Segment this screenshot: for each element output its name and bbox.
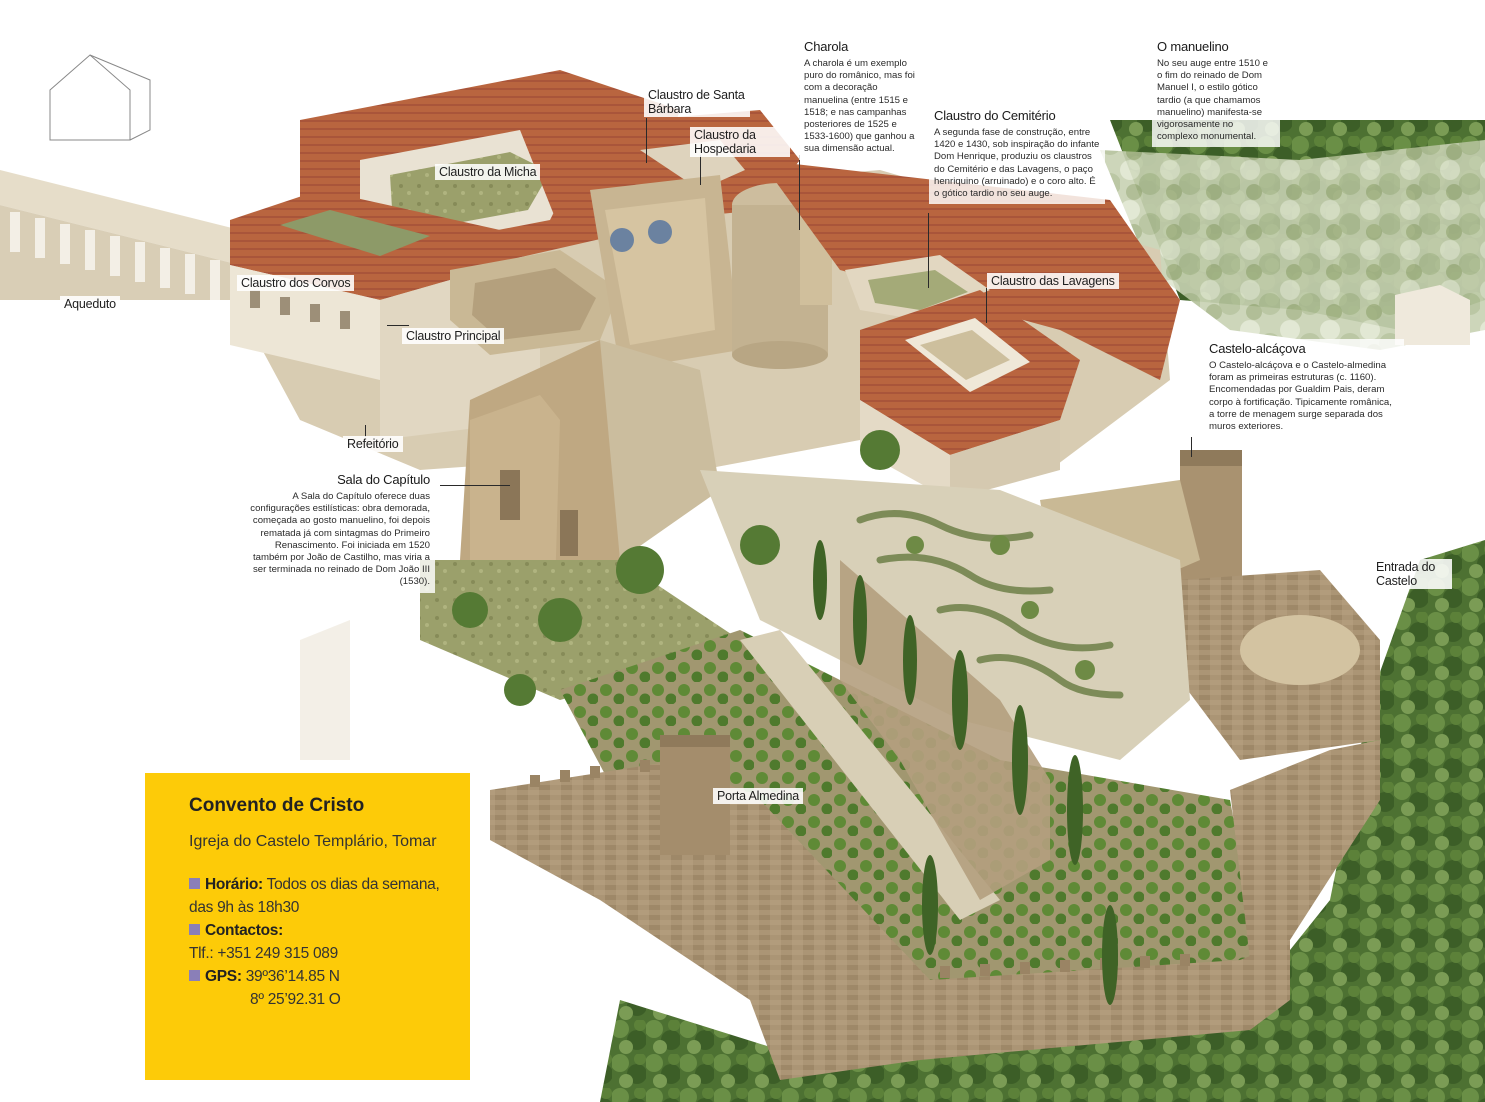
note-castelo: Castelo-alcáçova O Castelo-alcáçova e o … [1204, 339, 1404, 438]
note-castelo-body: O Castelo-alcáçova e o Castelo-almedina … [1209, 360, 1392, 433]
convent-buildings [230, 70, 1180, 500]
bullet-square-icon [189, 878, 200, 889]
leader-lavagens [986, 288, 987, 323]
label-claustro-micha: Claustro da Micha [435, 164, 541, 180]
note-capitulo: Sala do Capítulo A Sala do Capítulo ofer… [240, 470, 435, 593]
info-horario-label: Horário: [205, 876, 263, 893]
formal-garden [700, 470, 1190, 760]
cypress-trees [813, 540, 1118, 1005]
label-claustro-santa-barbara: Claustro de Santa Bárbara [644, 87, 750, 117]
note-castelo-title: Castelo-alcáçova [1209, 341, 1306, 356]
note-capitulo-title: Sala do Capítulo [337, 472, 430, 487]
label-claustro-hospedaria: Claustro da Hospedaria [690, 127, 790, 157]
leader-principal [387, 325, 409, 326]
info-gps-label: GPS: [205, 968, 242, 985]
label-entrada-castelo: Entrada do Castelo [1372, 559, 1452, 589]
info-box: Convento de Cristo Igreja do Castelo Tem… [145, 773, 470, 1080]
info-gps-lat: 39º36’14.85 N [245, 968, 340, 985]
label-claustro-principal: Claustro Principal [402, 328, 505, 344]
label-aqueduto: Aqueduto [60, 296, 120, 312]
label-claustro-lavagens: Claustro das Lavagens [987, 273, 1119, 289]
note-charola: Charola A charola é um exemplo puro do r… [799, 37, 927, 160]
note-manuelino: O manuelino No seu auge entre 1510 e o f… [1152, 37, 1280, 148]
leader-cemiterio [928, 213, 929, 288]
label-refeitorio: Refeitório [343, 436, 403, 452]
bullet-square-icon [189, 924, 200, 935]
note-charola-title: Charola [804, 39, 849, 54]
label-claustro-corvos: Claustro dos Corvos [237, 275, 355, 291]
leader-santa-barbara [646, 118, 647, 163]
label-porta-almedina: Porta Almedina [713, 788, 803, 804]
sala-capitulo-ruin [460, 340, 720, 600]
leader-castelo [1191, 437, 1192, 457]
note-charola-body: A charola é um exemplo puro do românico,… [804, 58, 915, 155]
leader-refeitorio [365, 425, 366, 437]
leader-charola [799, 155, 800, 230]
bullet-square-icon [189, 970, 200, 981]
info-gps: GPS: 39º36’14.85 N [189, 965, 450, 988]
distant-house [1395, 285, 1470, 345]
info-subtitle: Igreja do Castelo Templário, Tomar [189, 833, 437, 850]
round-trees [452, 430, 900, 706]
info-contactos-label: Contactos: [205, 922, 283, 939]
info-gps-lon: 8º 25’92.31 O [250, 991, 341, 1008]
leader-capitulo [440, 485, 510, 486]
info-telefone: Tlf.: +351 249 315 089 [189, 945, 338, 962]
note-capitulo-body: A Sala do Capítulo oferece duas configur… [250, 491, 430, 588]
castle-drawing [1040, 450, 1380, 760]
note-manuelino-title: O manuelino [1157, 39, 1229, 54]
terraces-and-walls [420, 560, 1380, 1080]
leader-hospedaria [700, 155, 701, 185]
note-manuelino-body: No seu auge entre 1510 e o fim do reinad… [1157, 58, 1268, 143]
info-horario-value: Todos os dias da semana, das 9h às 18h30 [189, 876, 440, 916]
info-title: Convento de Cristo [189, 795, 365, 816]
info-horario: Horário: Todos os dias da semana, das 9h… [189, 873, 450, 919]
aqueduct-drawing [0, 54, 240, 300]
note-cemiterio-title: Claustro do Cemitério [934, 108, 1056, 123]
white-tower [300, 620, 350, 760]
info-contactos: Contactos: [189, 919, 450, 942]
note-cemiterio: Claustro do Cemitério A segunda fase de … [929, 106, 1105, 205]
note-cemiterio-body: A segunda fase de construção, entre 1420… [934, 127, 1100, 200]
